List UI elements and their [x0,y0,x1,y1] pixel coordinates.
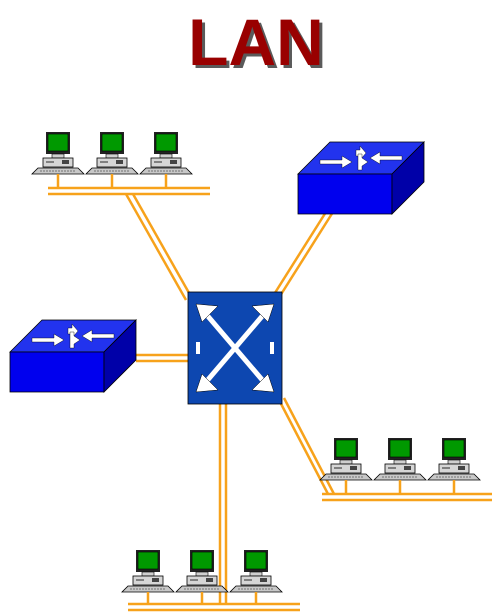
workstation-icon[interactable] [373,437,427,481]
workstation-icon[interactable] [139,131,193,175]
workgroup-top-left[interactable] [31,131,193,188]
router-icon[interactable] [9,319,137,393]
workstation-icon[interactable] [31,131,85,175]
router-icon[interactable] [297,141,425,215]
workstation-icon[interactable] [121,549,175,593]
workgroup-right[interactable] [319,437,481,494]
center-switch[interactable] [187,291,283,405]
diagram-title: LAN [188,5,324,79]
workstation-icon[interactable] [427,437,481,481]
router-left[interactable] [9,319,137,393]
workstation-icon[interactable] [85,131,139,175]
diagram-title-shadow: LAN [191,8,327,82]
router-top-right[interactable] [297,141,425,215]
workstation-icon[interactable] [229,549,283,593]
workstation-icon[interactable] [319,437,373,481]
workgroup-bottom[interactable] [121,549,283,604]
